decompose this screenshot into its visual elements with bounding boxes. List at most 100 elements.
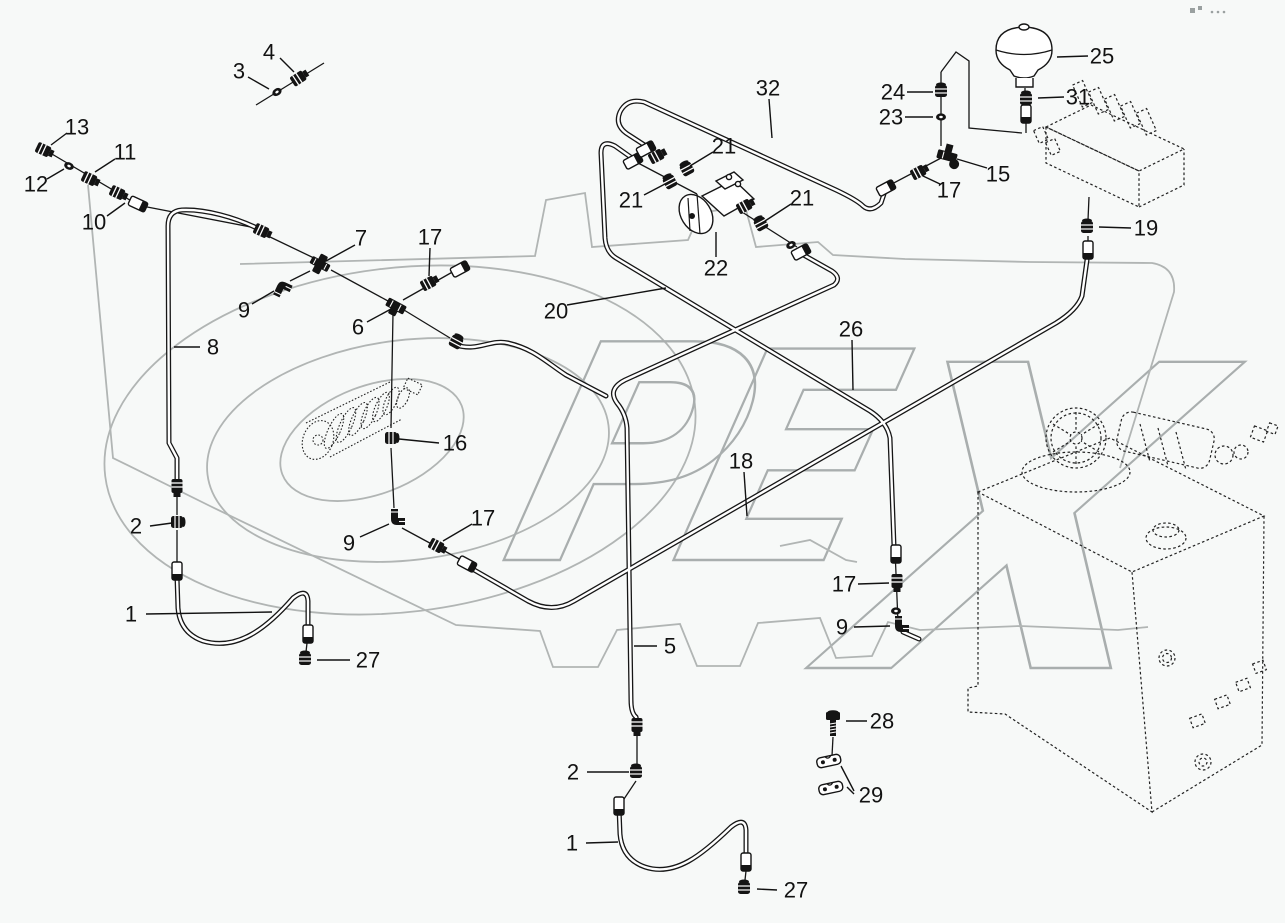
part-label-27b: 27: [784, 878, 808, 903]
leader-line-29: [846, 786, 855, 795]
part-label-26: 26: [839, 317, 863, 342]
fitting-sleeve: [1082, 240, 1094, 260]
part-label-32: 32: [756, 76, 780, 101]
part-label-6: 6: [352, 315, 364, 340]
fitting-nut: [109, 185, 129, 201]
leader-line-17b: [442, 523, 473, 542]
leader-line-9b: [359, 523, 390, 538]
leader-line-17d: [922, 175, 941, 185]
fitting-nut: [428, 538, 448, 554]
fitting-bolt: [826, 710, 840, 736]
fitting-sleeve: [890, 544, 902, 564]
leader-line-26: [851, 339, 854, 391]
fitting-ringnut: [630, 763, 642, 778]
pipe-stub-6-core: [454, 341, 608, 398]
leader-line-2a: [149, 522, 173, 527]
leader-line-15: [956, 158, 988, 169]
fitting-ring: [64, 162, 74, 170]
fitting-sleeve: [790, 243, 812, 261]
spring-cartridge: [301, 377, 424, 460]
fitting-ringnut: [662, 173, 678, 190]
part-label-4: 4: [263, 40, 275, 65]
leader-line-1a: [145, 611, 273, 615]
pipe-1-bottom-core: [617, 806, 748, 871]
leader-line-9a: [251, 290, 275, 305]
fitting-ringnut: [738, 879, 750, 894]
fitting-sleeve: [1020, 104, 1032, 124]
fitting-sleeve: [171, 561, 183, 581]
fitting-sleeve: [613, 796, 625, 816]
leader-line-20: [566, 287, 667, 306]
part-label-23: 23: [879, 105, 903, 130]
fitting-tee15: [936, 143, 960, 170]
part-label-20: 20: [544, 299, 568, 324]
leader-line-19: [1098, 226, 1132, 229]
fitting-ring: [786, 241, 796, 249]
corner-mark: [1190, 6, 1226, 14]
pump: [1021, 407, 1279, 493]
pipe-1-left: [174, 574, 311, 646]
fitting-ringnut: [448, 333, 464, 350]
part-label-9b: 9: [343, 531, 355, 556]
fitting-nut: [253, 223, 273, 239]
fitting-nut: [648, 148, 668, 164]
part-label-8: 8: [207, 335, 219, 360]
part-label-16: 16: [443, 431, 467, 456]
part-label-12: 12: [24, 172, 48, 197]
reservoir-25: [995, 23, 1053, 88]
pipe-5-core: [612, 251, 839, 724]
leader-line-21a: [689, 151, 714, 167]
fitting-nut: [171, 479, 183, 497]
pipe-20-26-core: [599, 142, 896, 548]
part-label-2a: 2: [130, 514, 142, 539]
leader-line-21b: [643, 183, 666, 196]
pipe-1-bottom: [616, 805, 749, 872]
part-label-17b: 17: [471, 506, 495, 531]
part-label-17a: 17: [418, 225, 442, 250]
fittings: [35, 69, 1094, 894]
fitting-ringnut: [1081, 218, 1093, 233]
watermark-letter-o: [103, 264, 697, 616]
pipe-1-left-core: [175, 575, 310, 645]
fitting-ring: [891, 607, 901, 615]
fitting-nut: [631, 718, 643, 736]
fitting-ringnut: [171, 516, 186, 528]
fitting-elbowR: [391, 509, 405, 525]
pipe-32-core: [617, 99, 887, 211]
part-label-17c: 17: [832, 572, 856, 597]
hydraulic-tank: [967, 437, 1268, 814]
part-label-21a: 21: [712, 134, 736, 159]
leader-line-7: [325, 244, 356, 262]
part-label-1b: 1: [566, 831, 578, 856]
part-label-9c: 9: [836, 615, 848, 640]
valve-manifold: [1032, 79, 1186, 208]
tank-plugs: [1188, 659, 1268, 771]
fitting-nut: [910, 164, 930, 180]
part-label-21c: 21: [790, 186, 814, 211]
pipe-8-core: [166, 208, 263, 484]
part-label-18: 18: [729, 449, 753, 474]
part-label-13: 13: [65, 115, 89, 140]
leader-line-27b: [756, 888, 778, 891]
fitting-clamp: [818, 780, 844, 796]
part-label-21b: 21: [619, 188, 643, 213]
part-label-27a: 27: [356, 648, 380, 673]
leader-line-4: [279, 57, 295, 73]
part-label-31: 31: [1066, 85, 1090, 110]
leader-line-18: [743, 471, 748, 517]
leader-line-13: [50, 132, 68, 146]
fitting-nut: [81, 171, 101, 187]
fitting-nut: [290, 69, 310, 87]
leader-line-1b: [585, 841, 619, 844]
machine-silhouette: [87, 184, 1175, 668]
fitting-sleeve: [635, 140, 657, 158]
fitting-sleeve: [456, 555, 478, 573]
fitting-ringnut: [299, 650, 311, 665]
leader-line-29: [840, 765, 855, 792]
leader-line-9c: [853, 625, 891, 628]
fitting-cross: [309, 253, 331, 275]
part-label-24: 24: [881, 80, 905, 105]
part-label-22: 22: [704, 256, 728, 281]
pipes: [165, 98, 1090, 872]
